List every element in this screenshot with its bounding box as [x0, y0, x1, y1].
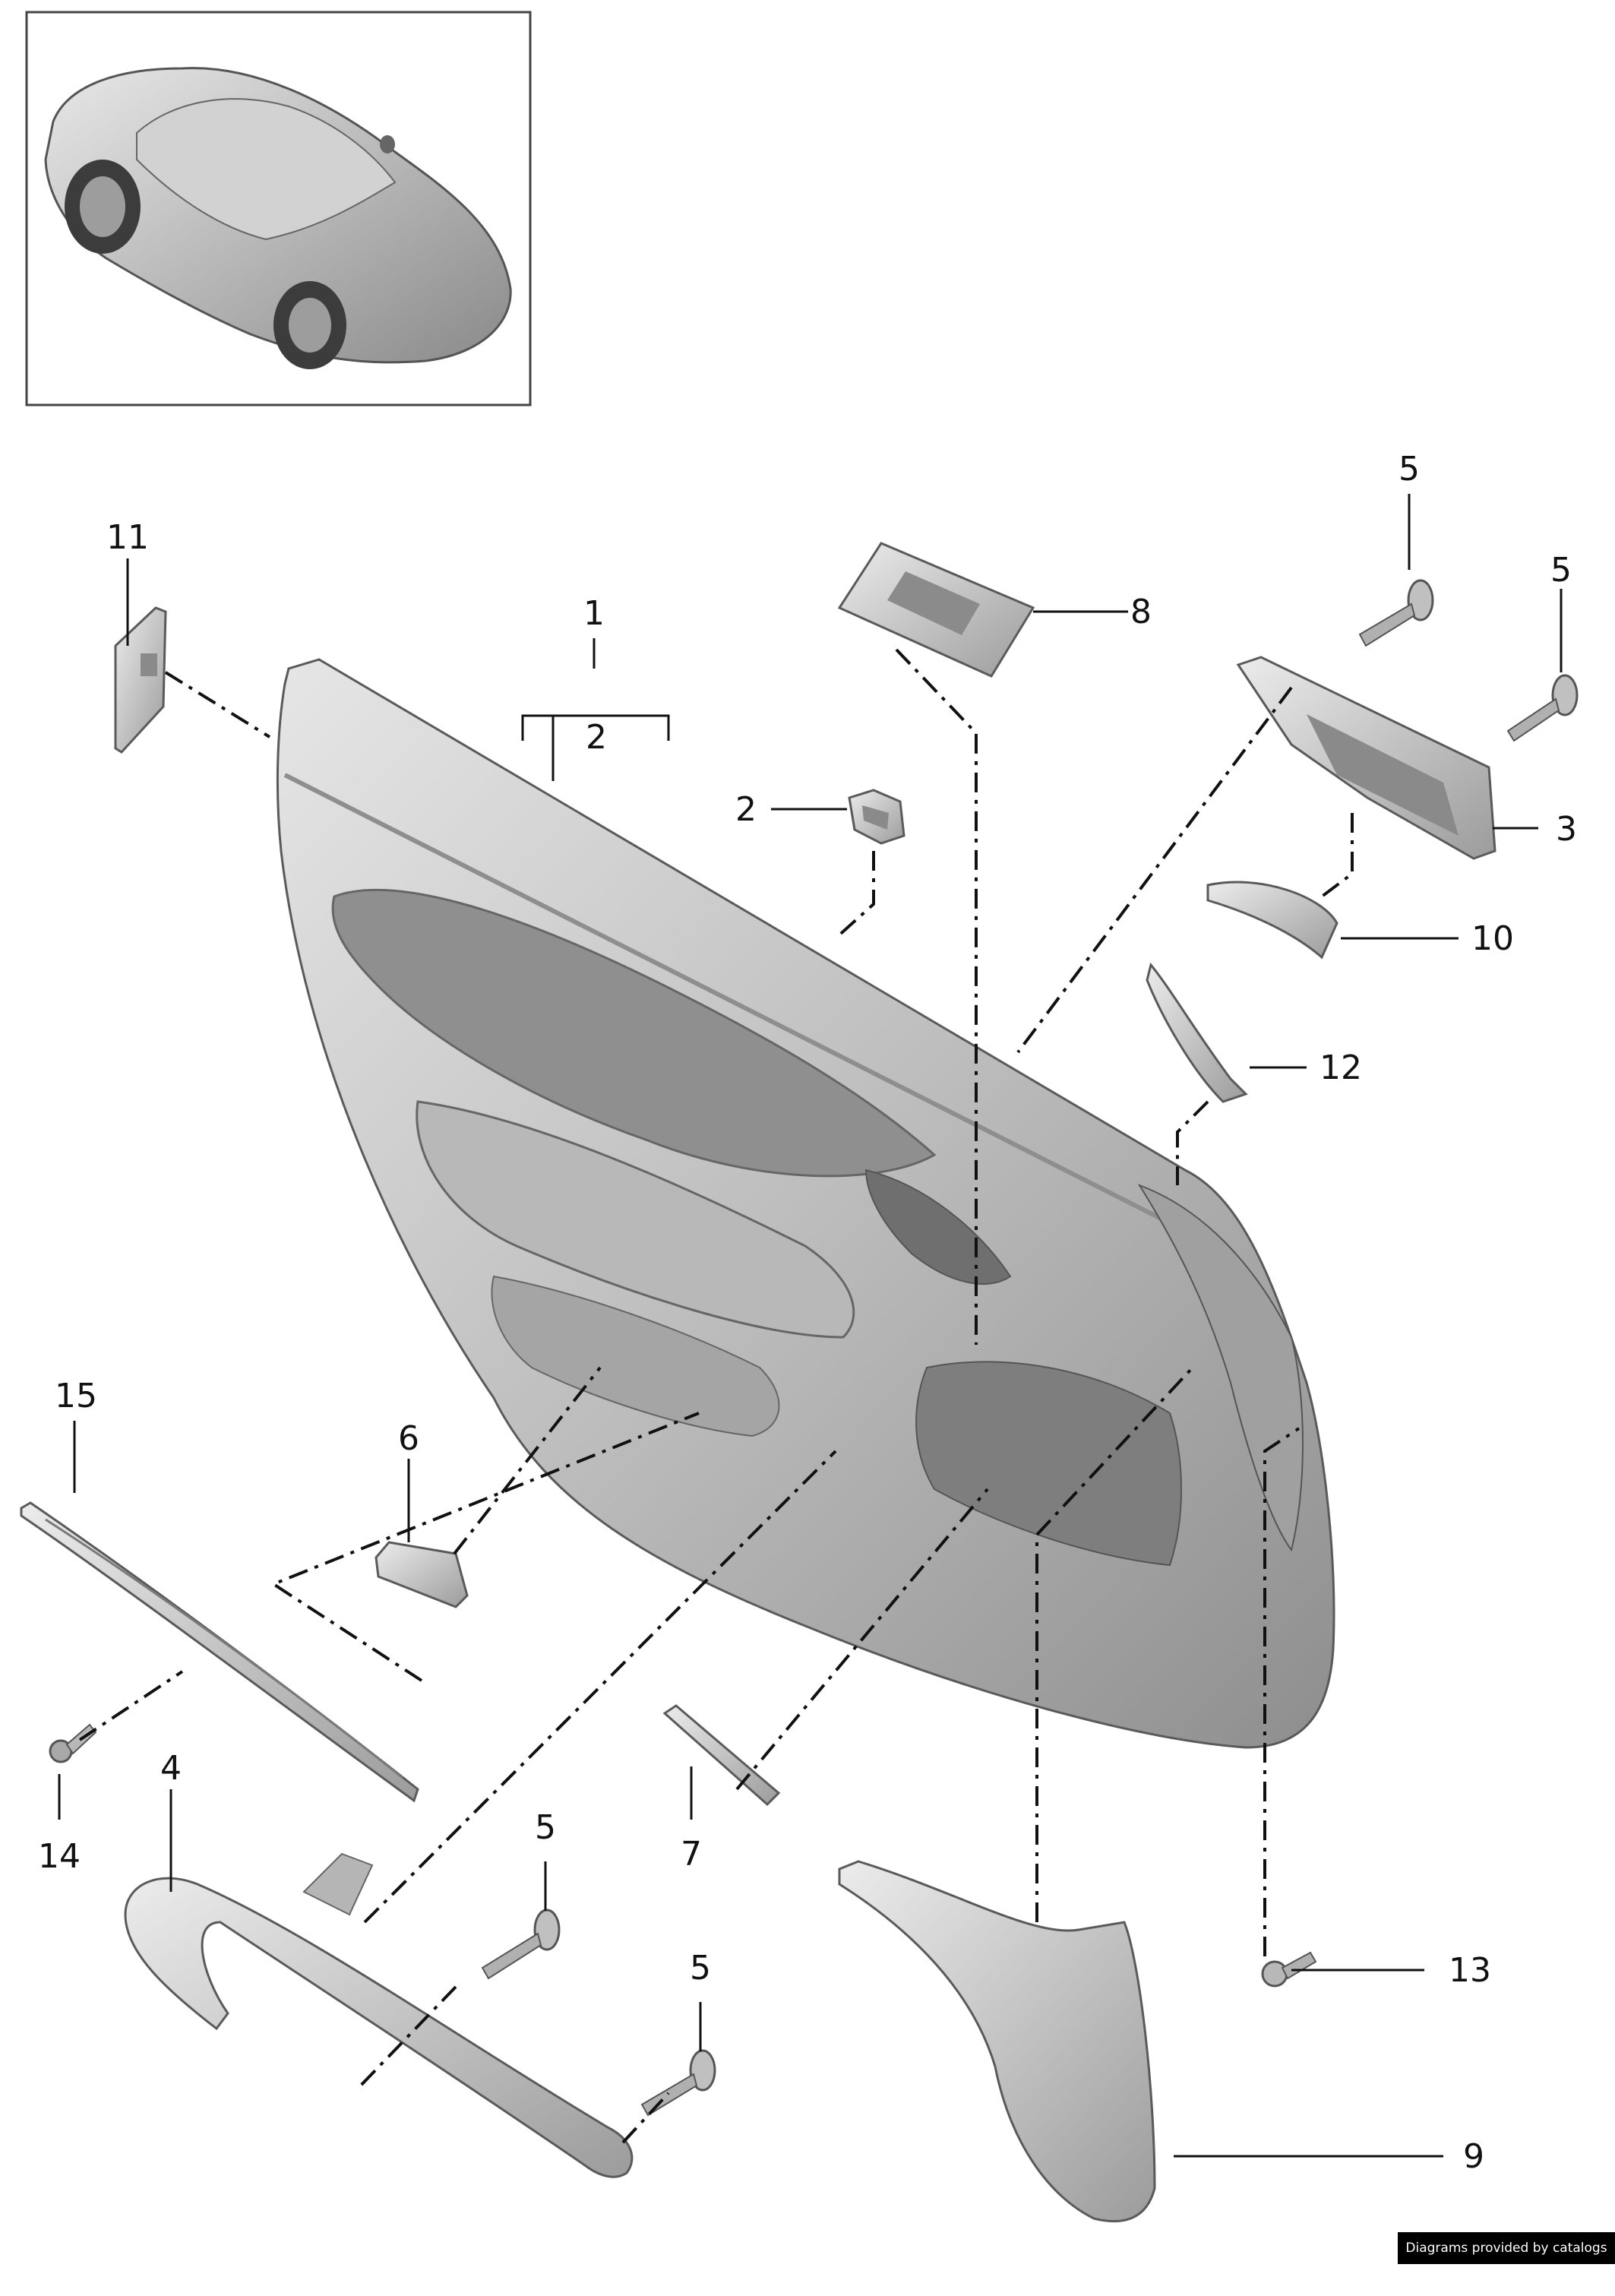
vehicle-overview-inset: [25, 11, 532, 406]
callout-11: 11: [106, 518, 149, 557]
callout-labels: 11 1 2 2 8 5 5 3 10 12 15 6 14 4 7 5 5 1…: [38, 450, 1577, 2176]
callout-2-clip: 2: [735, 790, 757, 829]
assembly-lines: [78, 648, 1354, 2144]
part-6-light-unit: [375, 1541, 469, 1608]
callout-8: 8: [1130, 593, 1152, 631]
leader-lines: [58, 494, 1563, 2158]
callout-10: 10: [1471, 919, 1514, 958]
part-5-screw-top-1: [1358, 579, 1434, 647]
part-10-trim-cover: [1206, 881, 1338, 960]
part-7-switch-strip: [662, 1704, 781, 1807]
callout-4: 4: [160, 1749, 182, 1788]
part-5-screw-bottom: [640, 2049, 716, 2117]
callout-2-bracket: 2: [586, 718, 607, 757]
part-8-switch-bezel: [837, 542, 1035, 678]
part-14-screw: [49, 1723, 97, 1763]
part-11-bracket: [114, 606, 167, 754]
callout-9: 9: [1463, 2137, 1484, 2176]
callout-1: 1: [583, 594, 605, 633]
part-2-clip: [848, 789, 905, 845]
callout-7: 7: [681, 1835, 702, 1874]
part-3-handle-bracket: [1236, 656, 1496, 860]
callout-5-mid: 5: [535, 1808, 556, 1847]
door-trim-panel: [276, 658, 1335, 1749]
callout-14: 14: [38, 1837, 81, 1876]
part-5-screw-mid: [481, 1909, 561, 1980]
callout-5-top-2: 5: [1550, 551, 1572, 590]
callout-5-bottom: 5: [690, 1949, 711, 1988]
callout-12: 12: [1319, 1048, 1362, 1087]
part-12-trim-piece: [1146, 962, 1248, 1103]
part-5-screw-top-2: [1506, 674, 1579, 742]
callout-3: 3: [1556, 810, 1577, 849]
diagram-credit-badge: Diagrams provided by catalogs parts: [1398, 2232, 1615, 2288]
part-13-screw: [1261, 1951, 1317, 1988]
car-illustration: [44, 67, 512, 369]
part-15-speaker-trim-frame: [20, 1501, 419, 1803]
callout-5-top-1: 5: [1399, 450, 1420, 489]
callout-13: 13: [1449, 1951, 1491, 1990]
callout-6: 6: [398, 1419, 419, 1458]
part-9-armrest-pocket: [838, 1860, 1156, 2223]
part-4-pull-handle: [124, 1852, 634, 2178]
callout-15: 15: [55, 1377, 97, 1415]
